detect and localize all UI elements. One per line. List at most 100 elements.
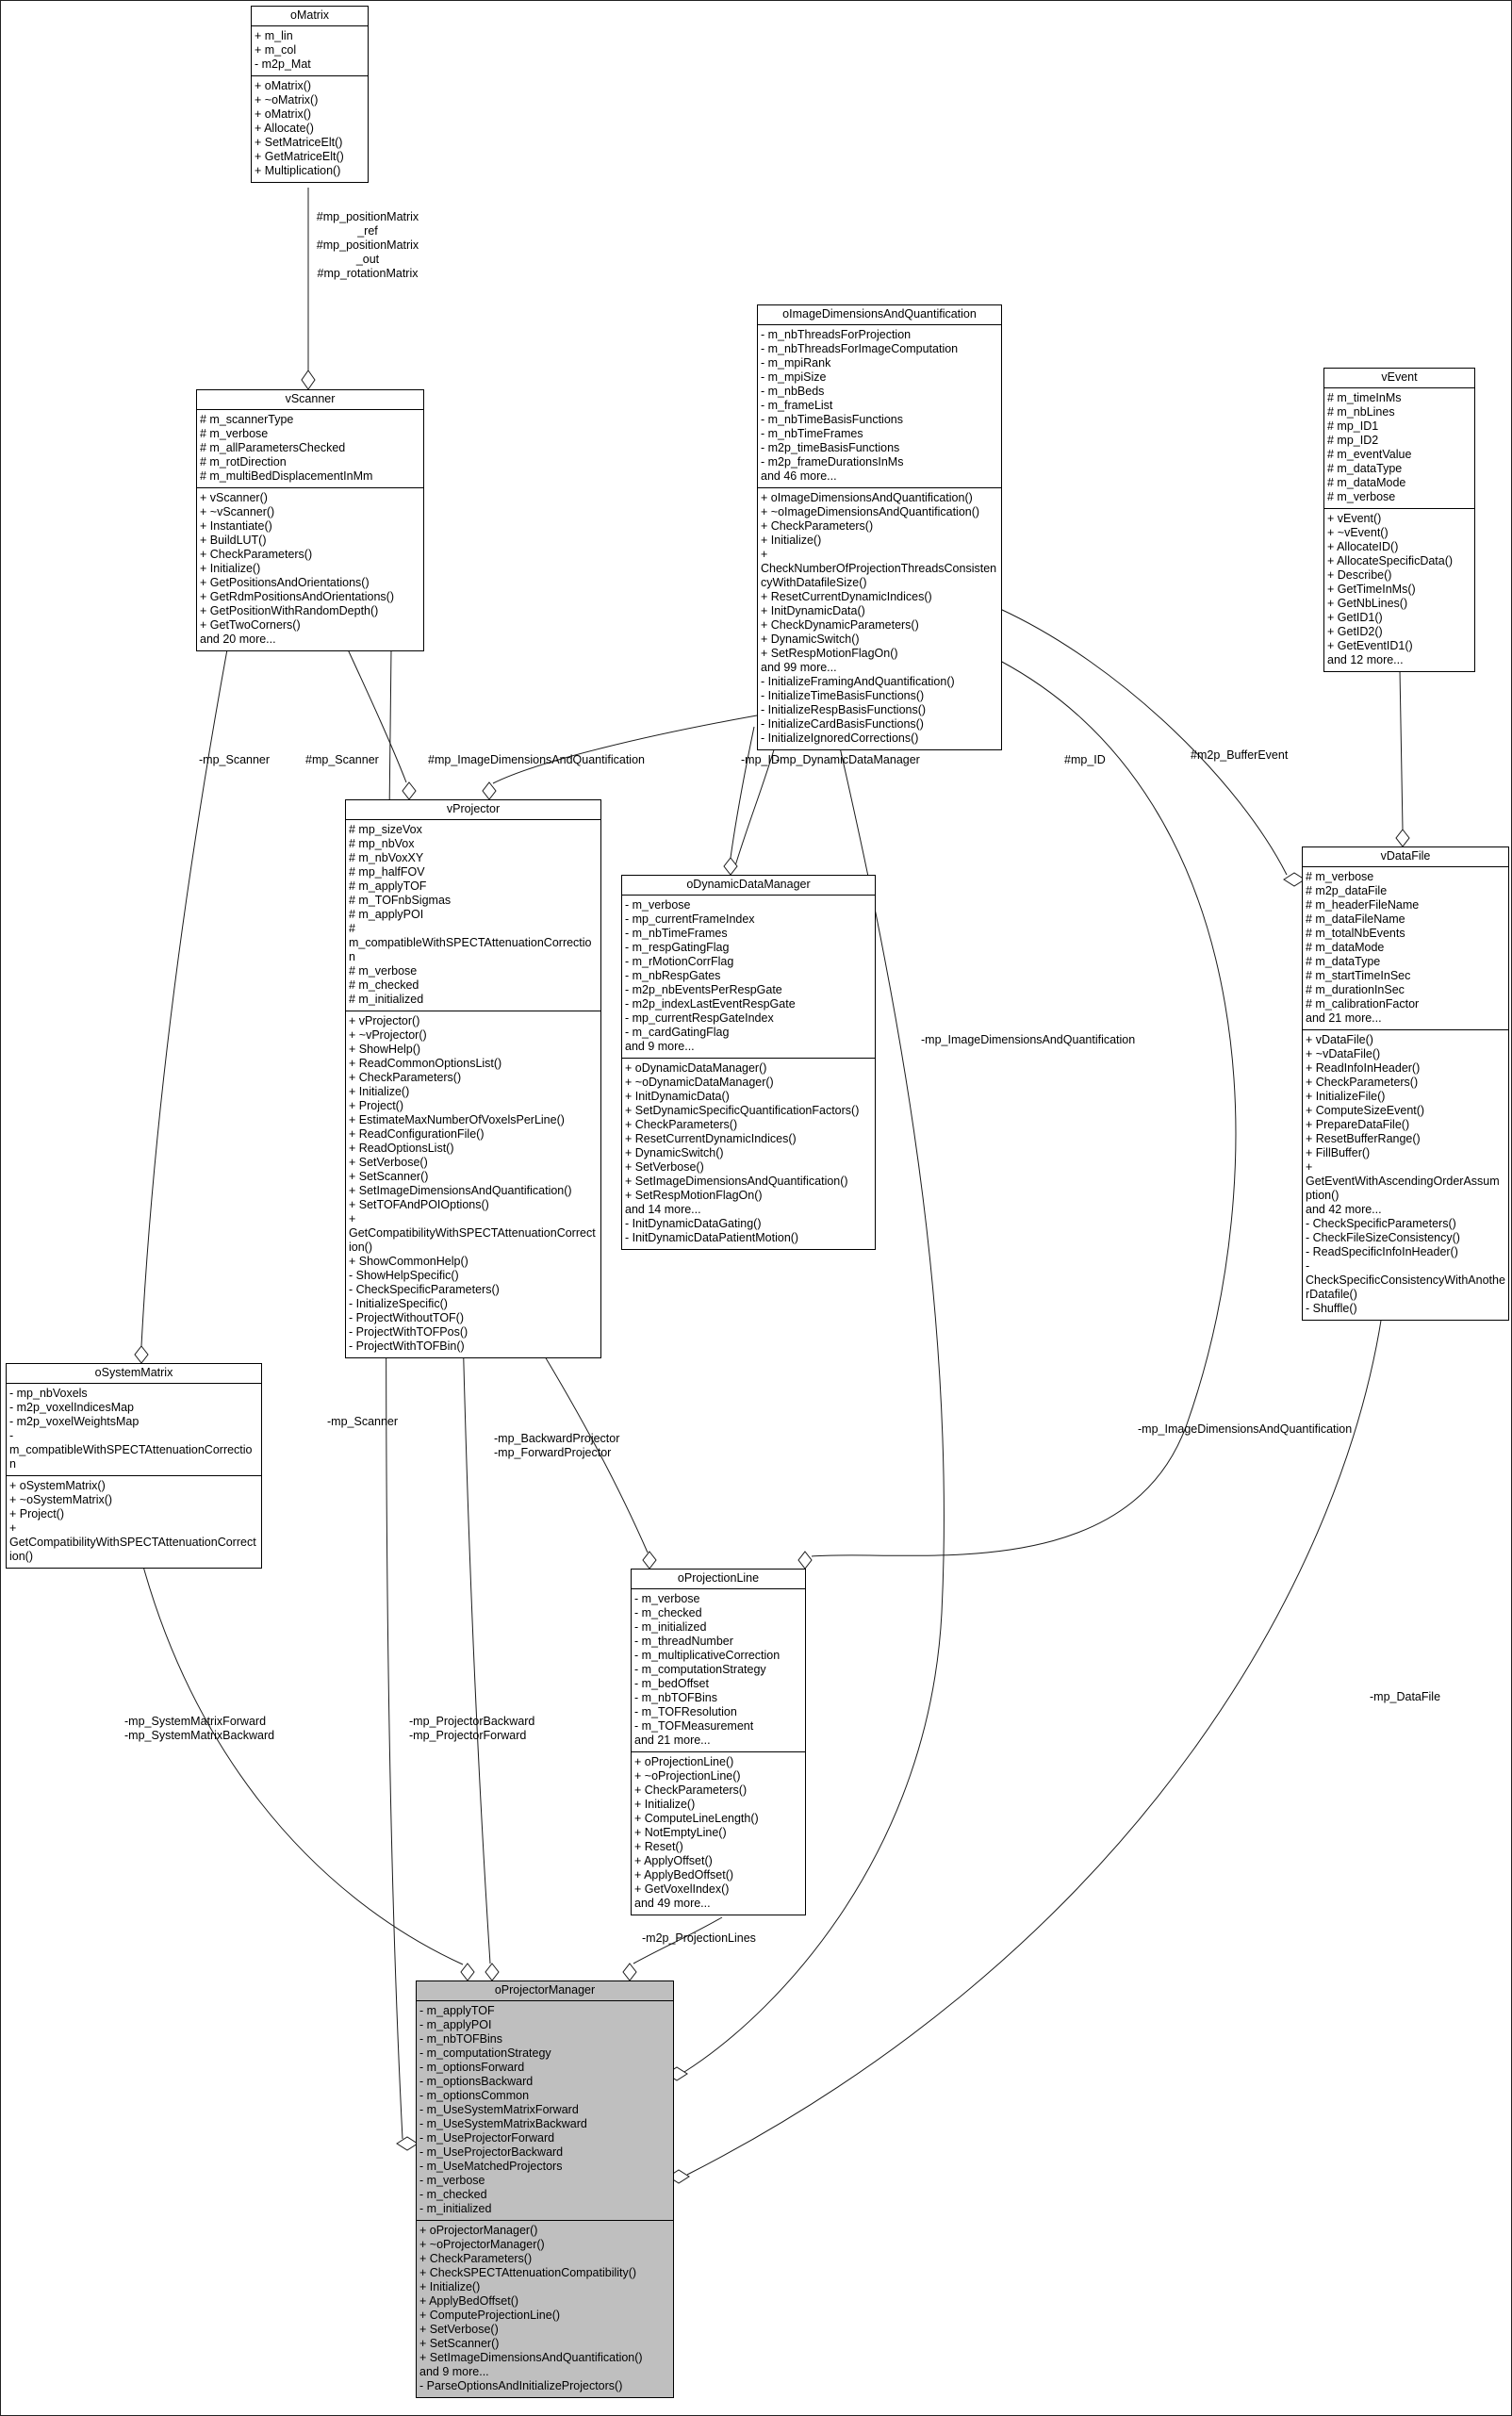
attribute-line: - m_cardGatingFlag xyxy=(625,1026,730,1039)
edge-label-line: -mp_ForwardProjector xyxy=(494,1446,612,1459)
method-line: + GetCompatibilityWithSPECTAttenuationCo… xyxy=(9,1521,256,1563)
class-box-oProjectionLine[interactable]: oProjectionLine- m_verbose- m_checked- m… xyxy=(631,1569,806,1915)
edge-label-line: #mp_positionMatrix xyxy=(316,238,419,252)
edge-label: #mp_ImageDimensionsAndQuantification xyxy=(428,753,645,767)
attribute-line: - m_nbTimeFrames xyxy=(761,427,863,440)
method-line: + GetEventWithAscendingOrderAssumption() xyxy=(1306,1160,1500,1202)
class-title: oSystemMatrix xyxy=(94,1366,173,1379)
method-line: and 12 more... xyxy=(1327,653,1404,666)
edge-label: -mp_ImageDimensionsAndQuantification xyxy=(1138,1422,1352,1437)
attribute-line: - m_TOFResolution xyxy=(634,1705,737,1718)
class-box-oSystemMatrix[interactable]: oSystemMatrix - mp_nbVoxels- m2p_voxelInd… xyxy=(6,1363,262,1569)
method-line: + ApplyBedOffset() xyxy=(634,1868,734,1882)
method-line: + InitDynamicData() xyxy=(761,604,865,617)
method-line: + Initialize() xyxy=(761,534,822,547)
edge-label: #m2p_BufferEvent xyxy=(1191,748,1288,763)
attribute-line: - m_nbBeds xyxy=(761,385,825,398)
edge-label: -mp_Scanner xyxy=(327,1415,398,1429)
attributes-section: # m_timeInMs# m_nbLines# mp_ID1# mp_ID2#… xyxy=(1324,387,1474,508)
method-line: + DynamicSwitch() xyxy=(761,633,860,646)
method-line: + BuildLUT() xyxy=(200,534,267,547)
method-line: + SetImageDimensionsAndQuantification() xyxy=(349,1184,572,1197)
attribute-line: and 21 more... xyxy=(1306,1011,1382,1025)
attribute-line: - m_initialized xyxy=(634,1620,707,1634)
attribute-line: - m_optionsCommon xyxy=(419,2089,530,2102)
method-line: + oImageDimensionsAndQuantification() xyxy=(761,491,973,504)
attribute-line: - m_nbTOFBins xyxy=(419,2032,502,2046)
methods-section: + oProjectionLine()+ ~oProjectionLine()+… xyxy=(632,1751,805,1915)
method-line: + Allocate() xyxy=(255,122,314,135)
attribute-line: # m_verbose xyxy=(200,427,269,440)
class-title: vProjector xyxy=(446,802,501,815)
edge-label: -mp_DataFile xyxy=(1370,1690,1440,1704)
aggregation-diamond xyxy=(797,1551,813,1570)
method-line: and 20 more... xyxy=(200,633,276,646)
method-line: and 49 more... xyxy=(634,1897,711,1910)
attribute-line: # m_verbose xyxy=(1306,870,1374,883)
attributes-section: - mp_nbVoxels- m2p_voxelIndicesMap- m2p_… xyxy=(7,1383,261,1475)
method-line: + FillBuffer() xyxy=(1306,1146,1371,1159)
method-line: and 14 more... xyxy=(625,1203,701,1216)
edge-oDynamicDataManager-oImageDim xyxy=(730,726,755,859)
method-line: + ~oMatrix() xyxy=(255,93,319,107)
attribute-line: - m_applyTOF xyxy=(419,2004,495,2017)
attribute-line: - m2p_indexLastEventRespGate xyxy=(625,997,796,1011)
attribute-line: # m_applyPOI xyxy=(349,908,424,921)
attribute-line: - m_nbTOFBins xyxy=(634,1691,717,1704)
edge-label-line: #mp_Scanner xyxy=(305,753,379,766)
attribute-line: # m_totalNbEvents xyxy=(1306,927,1405,940)
aggregation-diamond xyxy=(460,1963,475,1981)
aggregation-diamond xyxy=(622,1963,637,1981)
class-box-vEvent[interactable]: vEvent# m_timeInMs# m_nbLines# mp_ID1# m… xyxy=(1323,368,1475,672)
method-line: - CheckSpecificParameters() xyxy=(349,1283,500,1296)
class-box-vDataFile[interactable]: vDataFile# m_verbose# m2p_dataFile# m_he… xyxy=(1302,846,1509,1321)
methods-section: + oImageDimensionsAndQuantification()+ ~… xyxy=(758,487,1001,749)
method-line: + oSystemMatrix() xyxy=(9,1479,106,1492)
attribute-line: - mp_nbVoxels xyxy=(9,1387,88,1400)
aggregation-diamond xyxy=(396,2136,419,2151)
class-box-oMatrix[interactable]: oMatrix+ m_lin+ m_col- m2p_Mat+ oMatrix(… xyxy=(251,6,369,183)
method-line: - ProjectWithTOFPos() xyxy=(349,1325,468,1339)
method-line: + GetVoxelIndex() xyxy=(634,1882,730,1896)
edge-label-line: -mp_DynamicDataManager xyxy=(776,753,920,766)
edge-label-line: #mp_ID xyxy=(1064,753,1106,766)
method-line: + DynamicSwitch() xyxy=(625,1146,724,1159)
method-line: + AllocateID() xyxy=(1327,540,1399,553)
attribute-line: # m_startTimeInSec xyxy=(1306,969,1411,982)
edge-oImageDim-vProjector xyxy=(492,715,758,784)
attribute-line: - m_computationStrategy xyxy=(634,1663,766,1676)
attribute-line: - m_optionsBackward xyxy=(419,2075,534,2088)
method-line: - ProjectWithTOFBin() xyxy=(349,1339,465,1353)
class-box-oDynamicDataManager[interactable]: oDynamicDataManager- m_verbose- mp_curre… xyxy=(621,875,876,1250)
class-box-vScanner[interactable]: vScanner # m_scannerType# m_verbose# m_al… xyxy=(196,389,424,651)
edge-label-line: -mp_SystemMatrixBackward xyxy=(124,1729,275,1742)
aggregation-diamond xyxy=(482,781,497,800)
attribute-line: - m_UseMatchedProjectors xyxy=(419,2160,563,2173)
edge-oImageDim-vDataFile xyxy=(999,608,1288,876)
attribute-line: - m_applyPOI xyxy=(419,2018,492,2031)
attribute-line: - m2p_nbEventsPerRespGate xyxy=(625,983,782,996)
attributes-section: - m_applyTOF- m_applyPOI- m_nbTOFBins - m… xyxy=(417,2000,673,2220)
class-box-oProjectorManager[interactable]: oProjectorManager- m_applyTOF- m_applyPO… xyxy=(416,1980,674,2398)
method-line: + SetImageDimensionsAndQuantification() xyxy=(625,1175,848,1188)
method-line: + NotEmptyLine() xyxy=(634,1826,727,1839)
class-box-vProjector[interactable]: vProjector# mp_sizeVox# mp_nbVox# m_nbVo… xyxy=(345,799,601,1358)
class-title: vScanner xyxy=(285,392,336,405)
method-line: + GetRdmPositionsAndOrientations() xyxy=(200,590,394,603)
class-box-oImageDimensionsAndQuantification[interactable]: oImageDimensionsAndQuantification- m_nbT… xyxy=(757,304,1002,750)
method-line: + Initialize() xyxy=(200,562,261,575)
method-line: + SetRespMotionFlagOn() xyxy=(625,1189,763,1202)
edge-label: -mp_SystemMatrixForward-mp_SystemMatrixB… xyxy=(124,1715,274,1743)
aggregation-diamond xyxy=(134,1345,149,1364)
method-line: + oProjectorManager() xyxy=(419,2224,538,2237)
method-line: + GetID2() xyxy=(1327,625,1383,638)
attribute-line: - m_multiplicativeCorrection xyxy=(634,1649,781,1662)
edge-label-line: -mp_ProjectorForward xyxy=(409,1729,527,1742)
method-line: + vProjector() xyxy=(349,1014,420,1027)
method-line: + ReadInfoInHeader() xyxy=(1306,1061,1421,1075)
attributes-section: # m_scannerType# m_verbose# m_allParamet… xyxy=(197,409,423,487)
attribute-line: # m_eventValue xyxy=(1327,448,1412,461)
attribute-line: - m_compatibleWithSPECTAttenuationCorrec… xyxy=(9,1429,253,1471)
method-line: + GetMatriceElt() xyxy=(255,150,344,163)
edge-oImageDim-oDynamicDataManager xyxy=(733,743,777,870)
